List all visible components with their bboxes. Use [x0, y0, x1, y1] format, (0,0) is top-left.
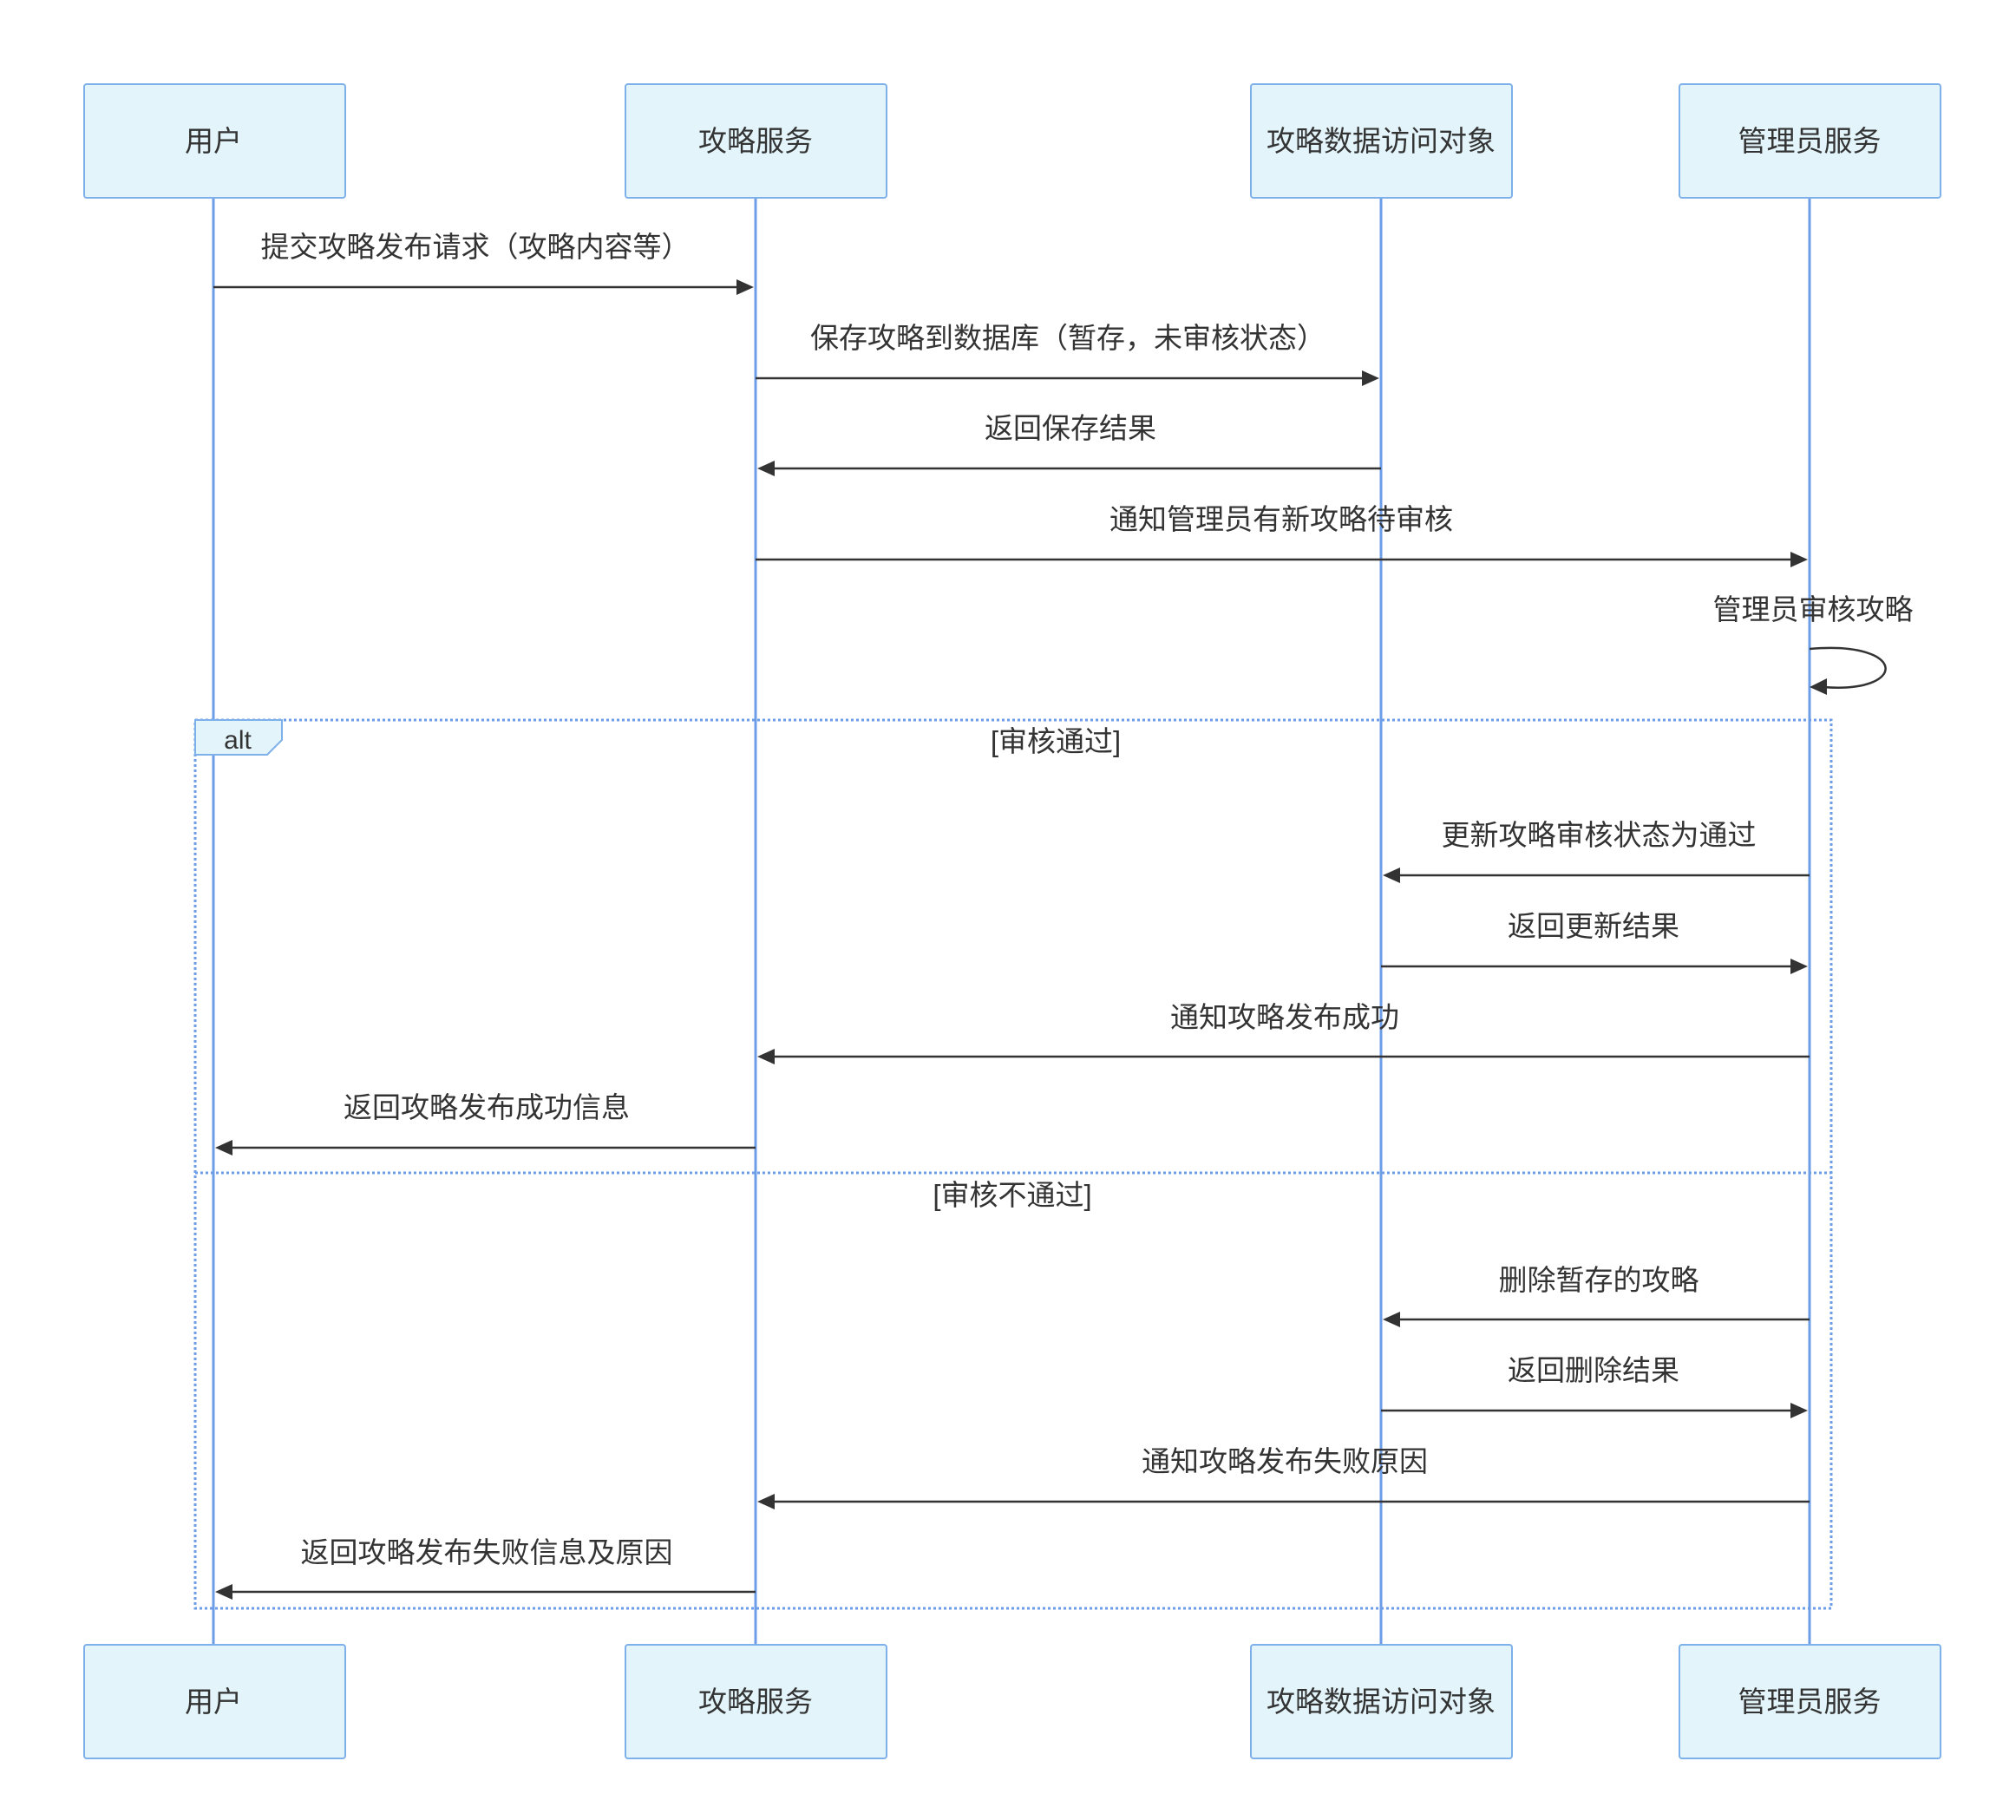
arrow-head-icon — [1790, 1403, 1808, 1418]
actor-strategy-service-bottom[interactable]: 攻略服务 — [625, 1644, 887, 1759]
arrow-head-icon — [757, 1049, 775, 1064]
message-label: 返回攻略发布成功信息 — [344, 1091, 630, 1123]
message-label: 通知攻略发布失败原因 — [1142, 1445, 1428, 1477]
message-12: 返回攻略发布失败信息及原因 — [215, 1536, 756, 1600]
actor-box — [1679, 83, 1941, 199]
alt-branch-1-condition: [审核通过] — [991, 725, 1121, 757]
message-label: 提交攻略发布请求（攻略内容等） — [261, 231, 691, 263]
actors-bottom: 用户 攻略服务 攻略数据访问对象 管理员服务 — [83, 1644, 1941, 1759]
alt-frame: alt [审核通过] [审核不通过] — [193, 718, 1833, 1610]
messages: 提交攻略发布请求（攻略内容等） 保存攻略到数据库（暂存，未审核状态） 返回保存结… — [213, 231, 1914, 1600]
alt-frame-tag — [194, 719, 283, 756]
message-label: 更新攻略审核状态为通过 — [1442, 819, 1757, 851]
arrow-head-icon — [757, 1494, 775, 1509]
arrow-head-icon — [1790, 552, 1808, 567]
actor-label: 管理员服务 — [1738, 125, 1882, 157]
message-label: 通知攻略发布成功 — [1170, 1001, 1399, 1033]
message-label: 删除暂存的攻略 — [1499, 1264, 1699, 1296]
arrow-head-icon — [1790, 959, 1808, 974]
actor-user-bottom[interactable]: 用户 — [83, 1644, 346, 1759]
alt-frame-border — [193, 718, 1833, 1610]
actor-strategy-dao-top[interactable]: 攻略数据访问对象 — [1250, 83, 1513, 199]
actor-box — [1679, 1644, 1941, 1759]
message-3: 通知管理员有新攻略待审核 — [756, 503, 1808, 567]
actor-label: 用户 — [185, 125, 242, 157]
alt-frame-tag-label: alt — [224, 726, 252, 755]
actor-box — [625, 83, 887, 199]
actor-admin-service-bottom[interactable]: 管理员服务 — [1679, 1644, 1941, 1759]
message-11: 通知攻略发布失败原因 — [757, 1445, 1810, 1509]
message-2: 返回保存结果 — [757, 412, 1381, 476]
actor-label: 攻略服务 — [698, 125, 813, 157]
arrow-head-icon — [1383, 867, 1400, 883]
message-0: 提交攻略发布请求（攻略内容等） — [213, 231, 754, 295]
message-10: 返回删除结果 — [1381, 1354, 1808, 1418]
message-label: 返回删除结果 — [1508, 1354, 1679, 1386]
message-9: 删除暂存的攻略 — [1383, 1264, 1810, 1327]
message-label: 返回更新结果 — [1508, 910, 1679, 942]
message-label: 保存攻略到数据库（暂存，未审核状态） — [810, 322, 1325, 354]
message-7: 通知攻略发布成功 — [757, 1001, 1810, 1064]
actor-box — [83, 1644, 346, 1759]
message-label: 返回保存结果 — [985, 412, 1156, 444]
actor-user-top[interactable]: 用户 — [83, 83, 346, 199]
message-label: 通知管理员有新攻略待审核 — [1109, 503, 1453, 535]
lifelines — [212, 198, 1811, 1647]
actor-box — [83, 83, 346, 199]
message-line — [1809, 646, 1887, 689]
actor-label: 管理员服务 — [1738, 1686, 1882, 1718]
actor-box — [625, 1644, 887, 1759]
actor-label: 攻略数据访问对象 — [1267, 125, 1496, 157]
actors-top: 用户 攻略服务 攻略数据访问对象 管理员服务 — [83, 83, 1941, 199]
actor-label: 攻略服务 — [698, 1686, 813, 1718]
actor-label: 攻略数据访问对象 — [1267, 1686, 1496, 1718]
message-label: 返回攻略发布失败信息及原因 — [301, 1536, 673, 1568]
arrow-head-icon — [215, 1140, 232, 1156]
message-8: 返回攻略发布成功信息 — [215, 1091, 756, 1156]
actor-admin-service-top[interactable]: 管理员服务 — [1679, 83, 1941, 199]
actor-box — [1250, 1644, 1513, 1759]
message-5: 更新攻略审核状态为通过 — [1383, 819, 1810, 883]
arrow-head-icon — [1362, 370, 1379, 386]
actor-box — [1250, 83, 1513, 199]
actor-strategy-service-top[interactable]: 攻略服务 — [625, 83, 887, 199]
arrow-head-icon — [1383, 1312, 1400, 1327]
arrow-head-icon — [757, 461, 775, 476]
message-4-self: 管理员审核攻略 — [1713, 593, 1914, 695]
arrow-head-icon — [215, 1584, 232, 1600]
arrow-head-icon — [1810, 678, 1827, 695]
arrow-head-icon — [736, 279, 754, 295]
message-1: 保存攻略到数据库（暂存，未审核状态） — [756, 322, 1379, 386]
alt-branch-2-condition: [审核不通过] — [933, 1179, 1091, 1211]
message-6: 返回更新结果 — [1381, 910, 1808, 974]
actor-label: 用户 — [185, 1686, 242, 1718]
actor-strategy-dao-bottom[interactable]: 攻略数据访问对象 — [1250, 1644, 1513, 1759]
message-label: 管理员审核攻略 — [1713, 593, 1914, 625]
